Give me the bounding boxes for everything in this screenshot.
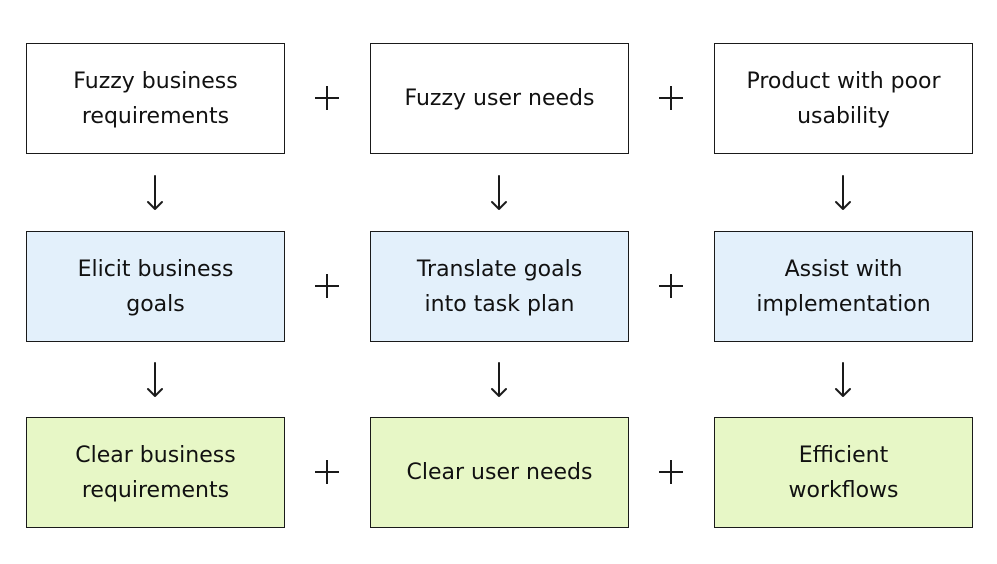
result-label-business: Clear business requirements	[75, 442, 236, 503]
action-label-assist: Assist with implementation	[756, 256, 931, 317]
problem-box-user: Fuzzy user needs	[370, 43, 629, 154]
result-box-business: Clear business requirements	[26, 417, 285, 528]
action-box-elicit: Elicit business goals	[26, 231, 285, 342]
arrow-down-icon	[833, 360, 853, 400]
action-label-elicit: Elicit business goals	[77, 256, 234, 317]
problem-label-user: Fuzzy user needs	[404, 86, 595, 111]
plus-icon	[307, 266, 347, 306]
arrow-down-icon	[489, 173, 509, 213]
problem-box-business: Fuzzy business requirements	[26, 43, 285, 154]
plus-icon	[651, 452, 691, 492]
action-box-assist: Assist with implementation	[714, 231, 973, 342]
plus-icon	[307, 452, 347, 492]
problem-label-business: Fuzzy business requirements	[73, 68, 238, 129]
arrow-down-icon	[489, 360, 509, 400]
result-label-user: Clear user needs	[406, 460, 593, 485]
problem-box-usability: Product with poor usability	[714, 43, 973, 154]
plus-icon	[651, 266, 691, 306]
plus-icon	[307, 78, 347, 118]
problem-label-usability: Product with poor usability	[746, 68, 941, 129]
arrow-down-icon	[145, 360, 165, 400]
arrow-down-icon	[833, 173, 853, 213]
result-box-user: Clear user needs	[370, 417, 629, 528]
action-box-translate: Translate goals into task plan	[370, 231, 629, 342]
plus-icon	[651, 78, 691, 118]
result-label-workflows: Efficient workflows	[788, 442, 899, 503]
action-label-translate: Translate goals into task plan	[416, 256, 583, 317]
result-box-workflows: Efficient workflows	[714, 417, 973, 528]
arrow-down-icon	[145, 173, 165, 213]
